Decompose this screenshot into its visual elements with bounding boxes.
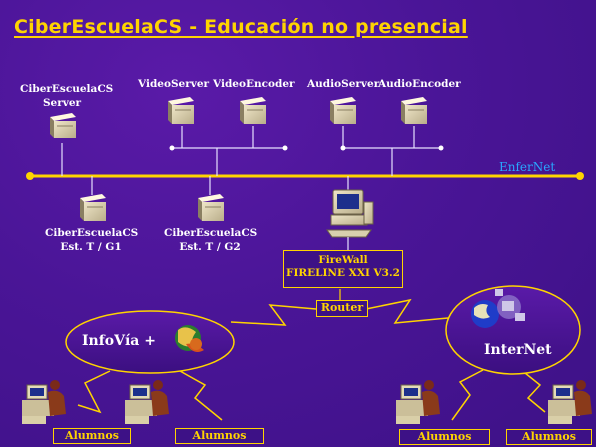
alumnos-box-2: Alumnos <box>175 428 264 444</box>
audio-server-icon <box>330 97 356 124</box>
cs-server-label-line1: CiberEscuelaCS <box>20 83 114 95</box>
station-g1-icon <box>80 194 106 221</box>
station-g1-label: CiberEscuelaCS Est. T / G1 <box>45 226 139 254</box>
student-group-4-icon <box>548 380 592 424</box>
station-g2-label-line1: CiberEscuelaCS <box>164 227 258 239</box>
page-title: CiberEscuelaCS - Educación no presencial <box>14 16 468 38</box>
audio-encoder-icon <box>401 97 427 124</box>
alumnos-box-3: Alumnos <box>399 429 490 445</box>
video-encoder-label: VideoEncoder <box>213 78 295 90</box>
video-server-label: VideoServer <box>138 78 210 90</box>
firewall-label-line1: FireWall <box>318 254 368 266</box>
alumnos-box-4: Alumnos <box>506 429 592 445</box>
internet-globe-icon <box>471 289 525 328</box>
audio-encoder-label: AudioEncoder <box>378 78 461 90</box>
student-group-3-icon <box>396 380 440 424</box>
station-g1-label-line1: CiberEscuelaCS <box>45 227 139 239</box>
video-encoder-icon <box>240 97 266 124</box>
student-group-1-icon <box>22 380 66 424</box>
alumnos-box-1: Alumnos <box>53 428 131 444</box>
infovia-globe-icon <box>175 325 204 352</box>
station-g1-label-line2: Est. T / G1 <box>60 241 122 253</box>
firewall-label-line2: FIRELINE XXI V3.2 <box>286 267 400 279</box>
audio-server-label: AudioServer <box>307 78 380 90</box>
station-g2-icon <box>198 194 224 221</box>
student-group-2-icon <box>125 380 169 424</box>
internet-label: InterNet <box>484 342 552 358</box>
cs-server-icon <box>50 113 76 138</box>
cs-server-label: CiberEscuelaCS Server <box>20 82 114 110</box>
infovia-label: InfoVía + <box>82 333 156 349</box>
station-g2-label-line2: Est. T / G2 <box>179 241 241 253</box>
cs-server-label-line2: Server <box>42 97 82 109</box>
station-g2-label: CiberEscuelaCS Est. T / G2 <box>164 226 258 254</box>
enfernet-label: EnferNet <box>499 160 556 174</box>
router-box: Router <box>316 300 368 317</box>
video-server-icon <box>168 97 194 124</box>
firewall-box: FireWall FIRELINE XXI V3.2 <box>283 250 403 288</box>
firewall-computer-icon <box>326 189 374 238</box>
